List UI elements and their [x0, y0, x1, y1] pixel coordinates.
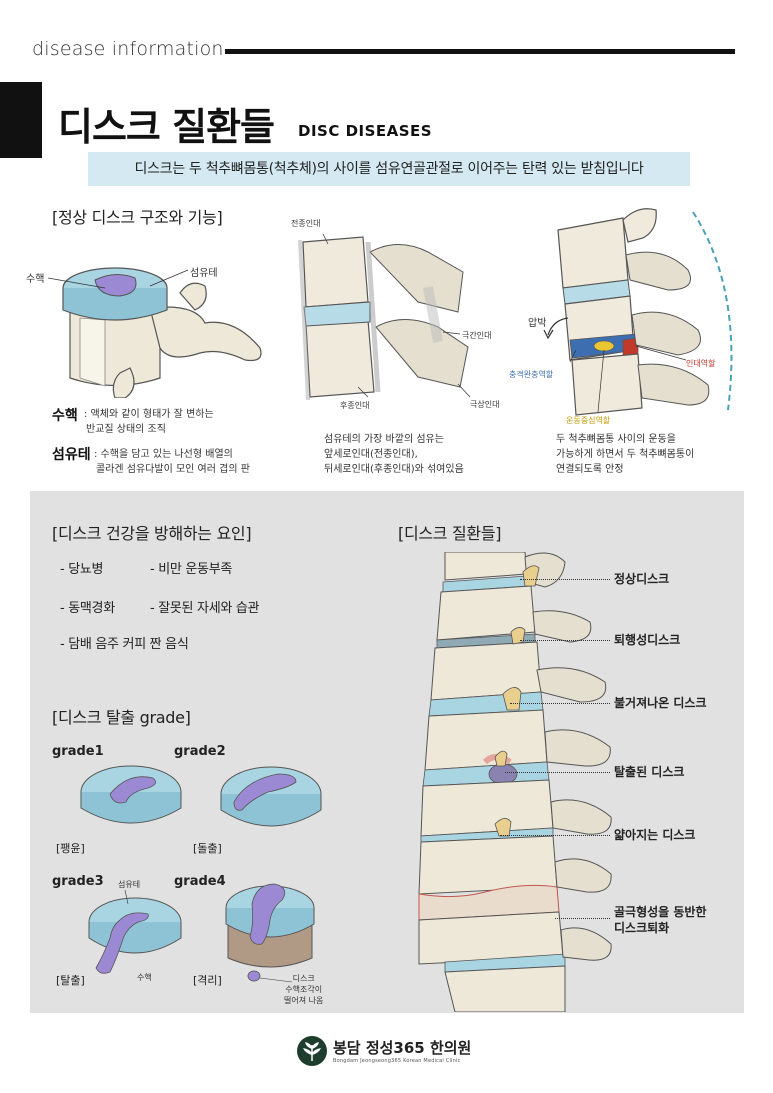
disease-herniated: 탈출된 디스크 [614, 765, 685, 779]
disease-degenerative: 퇴행성디스크 [614, 633, 681, 647]
grade3-disc-icon [88, 890, 182, 974]
label-interspinous-ligament: 극간인대 [462, 331, 492, 340]
label-pressure: 압박 [528, 318, 547, 329]
ligament-caption-line: 섬유테의 가장 바깥의 섬유는 [324, 434, 444, 445]
label-nucleus: 수핵 [26, 274, 45, 285]
factor-item: - 당뇨병 [60, 562, 104, 577]
label-shock-absorption: 충격완충역할 [509, 370, 554, 379]
factor-item: - 담배 음주 커피 짠 음식 [60, 637, 189, 652]
function-caption-line: 연결되도록 안정 [556, 464, 624, 475]
term-nucleus-desc-2: 반교질 상태의 조직 [86, 424, 166, 435]
grade4-note: 디스크 수핵조각이 떨어져 나옴 [284, 973, 323, 1006]
term-nucleus: 수핵 [52, 408, 78, 424]
term-annulus-desc-1: : 수핵을 담고 있는 나선형 배열의 [94, 449, 233, 460]
page-title: 디스크 질환들 [58, 105, 275, 149]
factors-section-title: [디스크 건강을 방해하는 요인] [52, 524, 252, 543]
grade3-label: grade3 [52, 874, 104, 889]
grade4-disc-icon [225, 883, 315, 983]
disease-normal: 정상디스크 [614, 572, 670, 586]
spine-diseases-figure [418, 552, 612, 1012]
ligament-caption-line: 뒤세로인대(후종인대)와 섞여있음 [324, 464, 464, 475]
label-annulus: 섬유테 [190, 268, 218, 279]
grade4-note-line: 디스크 [292, 974, 315, 983]
clinic-name: 봉담 정성365 한의원 [333, 1039, 472, 1057]
disease-osteophyte-line: 골극형성을 동반한 [614, 905, 707, 919]
grade2-caption: [돌출] [193, 842, 222, 855]
disc-structure-figure [47, 267, 262, 398]
header-label: disease information [32, 38, 224, 60]
function-caption-line: 두 척추뼈몸통 사이의 운동을 [556, 434, 676, 445]
grades-section-title: [디스크 탈출 grade] [52, 708, 191, 727]
grade4-label: grade4 [174, 874, 226, 889]
grade4-caption: [격리] [193, 974, 222, 987]
disease-osteophyte-line: 디스크퇴화 [614, 921, 670, 935]
leader-line [520, 579, 610, 580]
grade3-annulus-label: 섬유테 [118, 880, 141, 889]
ligament-figure [298, 233, 471, 401]
diseases-section-title: [디스크 질환들] [398, 524, 502, 543]
clinic-subtitle: Bongdam Jeongseong365 Korean Medical Cli… [333, 1058, 461, 1064]
disease-osteophyte: 골극형성을 동반한 디스크퇴화 [614, 904, 707, 936]
grade4-note-line: 수핵조각이 [285, 985, 323, 994]
page-title-en: DISC DISEASES [298, 122, 433, 140]
subtitle-banner: 디스크는 두 척추뼈몸통(척추체)의 사이를 섬유연골관절로 이어주는 탄력 있… [88, 152, 690, 186]
grade1-caption: [팽윤] [56, 842, 85, 855]
disease-thinning: 얇아지는 디스크 [614, 828, 696, 842]
grade3-caption: [탈출] [56, 974, 85, 987]
leader-line [510, 703, 610, 704]
label-posterior-ligament: 후종인대 [340, 401, 370, 410]
function-caption-line: 가능하게 하면서 두 척추뼈몸통이 [556, 449, 695, 460]
term-nucleus-desc-1: : 액체와 같이 형태가 잘 변하는 [84, 409, 214, 420]
ligament-caption: 섬유테의 가장 바깥의 섬유는 앞세로인대(전종인대), 뒤세로인대(후종인대)… [324, 432, 464, 477]
leader-line [555, 918, 610, 919]
grade2-disc-icon [220, 766, 322, 827]
factor-item: - 비만 운동부족 [150, 562, 233, 577]
term-annulus: 섬유테 [52, 447, 91, 463]
leader-line [520, 640, 610, 641]
label-motion-center: 운동중심역할 [566, 416, 611, 425]
function-caption: 두 척추뼈몸통 사이의 운동을 가능하게 하면서 두 척추뼈몸통이 연결되도록 … [556, 432, 694, 477]
label-supraspinous-ligament: 극상인대 [470, 400, 500, 409]
label-ligament-role: 인대역할 [686, 359, 716, 368]
clinic-logo-icon [297, 1036, 327, 1066]
factor-item: - 동맥경화 [60, 601, 115, 616]
leader-line [500, 835, 610, 836]
disease-bulging: 불거져나온 디스크 [614, 696, 707, 710]
grade1-label: grade1 [52, 744, 104, 759]
term-annulus-desc-2: 콜라겐 섬유다발이 모인 여러 겹의 판 [96, 464, 250, 475]
ligament-caption-line: 앞세로인대(전종인대), [324, 449, 418, 460]
side-tab [0, 82, 42, 158]
header-rule [225, 49, 735, 54]
structure-section-title: [정상 디스크 구조와 기능] [52, 208, 223, 227]
grade1-disc-icon [80, 765, 182, 824]
factor-item: - 잘못된 자세와 습관 [150, 601, 260, 616]
label-anterior-ligament: 전종인대 [291, 219, 321, 228]
leader-line [505, 772, 610, 773]
disc-function-figure [543, 208, 733, 416]
grade2-label: grade2 [174, 744, 226, 759]
grade3-nucleus-label: 수핵 [137, 973, 152, 982]
grade4-note-line: 떨어져 나옴 [284, 996, 324, 1005]
